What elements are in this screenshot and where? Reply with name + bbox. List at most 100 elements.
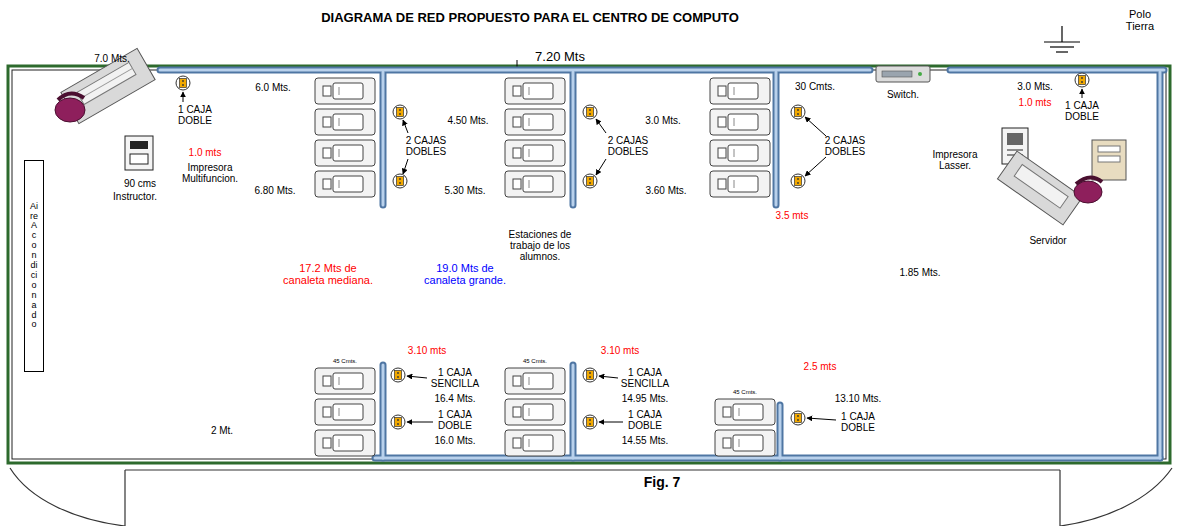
annotation-label: 1 CAJA DOBLE — [621, 409, 669, 431]
outlet-symbol — [791, 411, 805, 425]
annotation-label: 16.0 Mts. — [434, 435, 475, 446]
annotation-label: 90 cms — [124, 178, 156, 189]
duct-segment — [950, 69, 1164, 72]
workstation-icon — [315, 78, 375, 104]
duct-segment — [777, 405, 784, 458]
outlet-symbol — [1075, 73, 1089, 87]
annotation-label: 3.60 Mts. — [645, 185, 686, 196]
duct-segment — [572, 72, 575, 205]
outlet-symbol — [391, 368, 405, 382]
workstation-icon — [505, 171, 565, 197]
annotation-label: 30 Cmts. — [795, 81, 835, 92]
annotation-label: 3.10 mts — [408, 345, 446, 356]
annotation-label: 2 CAJAS DOBLES — [603, 135, 653, 157]
outlet-symbol — [393, 174, 407, 188]
duct-segment — [382, 365, 385, 458]
node-text: Aire Acondicionado — [30, 202, 39, 331]
annotation-label: 1 CAJA DOBLE — [1058, 100, 1106, 122]
workstation-icon — [715, 399, 775, 425]
workstation-icon — [315, 140, 375, 166]
workstation-icon — [715, 430, 775, 456]
outlets — [176, 73, 1089, 429]
server-desk — [997, 151, 1082, 225]
duct-segment — [382, 72, 385, 205]
annotation-label: 4.50 Mts. — [447, 115, 488, 126]
lower-outline — [124, 470, 125, 526]
switch-icon — [876, 66, 930, 82]
annotation-label: 45 Cmts. — [333, 358, 357, 365]
door-arc — [10, 468, 125, 526]
duct-segment — [1157, 72, 1164, 458]
annotation-label: 16.4 Mts. — [434, 393, 475, 404]
workstation-icon — [505, 430, 565, 456]
annotation-label: Servidor — [1029, 235, 1066, 246]
annotation-label: Estaciones de trabajo de los alumnos. — [508, 229, 572, 262]
workstation-icon — [710, 109, 770, 135]
annotation-label: 13.10 Mts. — [835, 393, 882, 404]
annotation-label: 2.5 mts — [804, 361, 837, 372]
diagram-title: DIAGRAMA DE RED PROPUESTO PARA EL CENTRO… — [321, 11, 739, 25]
workstation-icon — [710, 78, 770, 104]
duct-segment — [570, 72, 577, 205]
annotation-label: Impresora Lasser. — [928, 149, 983, 171]
outlet-symbol — [391, 415, 405, 429]
annotation-label: 14.95 Mts. — [622, 393, 669, 404]
leader-arrow — [1082, 89, 1083, 98]
annotation-label: 6.80 Mts. — [254, 185, 295, 196]
outlet-symbol — [583, 368, 597, 382]
workstations — [315, 78, 775, 456]
workstation-icon — [710, 140, 770, 166]
leader-arrow — [403, 120, 408, 133]
annotation-label: 1 CAJA DOBLE — [171, 104, 219, 126]
annotation-label: 17.2 Mts de canaleta mediana. — [278, 262, 378, 286]
duct-segment — [570, 365, 577, 458]
workstation-icon — [315, 368, 375, 394]
annotation-label: 14.55 Mts. — [622, 435, 669, 446]
annotation-label: 1 CAJA DOBLE — [834, 411, 882, 433]
duct-segment — [380, 72, 387, 205]
annotation-label: 6.0 Mts. — [255, 82, 291, 93]
equipment-box: Aire Acondicionado — [24, 160, 44, 372]
leader-arrow — [805, 157, 826, 176]
annotation-label: 7.0 Mts. — [94, 53, 130, 64]
duct-segment — [775, 72, 778, 205]
workstation-icon — [505, 368, 565, 394]
leader-arrow — [183, 92, 184, 102]
annotation-label: 2 CAJAS DOBLES — [820, 135, 870, 157]
annotation-label: 45 Cmts. — [523, 358, 547, 365]
annotation-label: 2 CAJAS DOBLES — [401, 135, 451, 157]
duct-segment — [380, 365, 387, 458]
leader-arrow — [807, 418, 836, 420]
annotation-label: Instructor. — [113, 191, 157, 202]
annotation-label: 1.85 Mts. — [899, 267, 940, 278]
annotation-label: 7.20 Mts — [535, 50, 585, 64]
annotation-label: 1.0 mts — [189, 147, 222, 158]
annotation-label: 5.30 Mts. — [444, 185, 485, 196]
duct-segment — [779, 405, 782, 458]
annotation-label: 3.10 mts — [601, 345, 639, 356]
leader-arrow — [407, 422, 433, 423]
ground-symbol — [1044, 26, 1080, 52]
leader-arrow — [596, 159, 606, 175]
annotation-label: 3.0 Mts. — [1017, 81, 1053, 92]
leader-arrow — [407, 376, 427, 378]
leader-arrow — [596, 119, 606, 133]
cable-duct — [160, 70, 1164, 458]
room-inner-wall — [12, 70, 1166, 459]
annotation-label: 45 Cmts. — [733, 389, 757, 396]
workstation-icon — [505, 399, 565, 425]
outlet-symbol — [176, 76, 190, 90]
duct-segment — [375, 457, 1160, 460]
outlet-symbol — [583, 174, 597, 188]
annotation-label: Polo Tierra — [1120, 8, 1160, 32]
annotation-label: 3.5 mts — [776, 210, 809, 221]
leader-arrow — [805, 117, 826, 136]
room-wall — [8, 66, 1170, 463]
duct-segment — [773, 72, 780, 205]
annotation-label: 1 CAJA SENCILLA — [615, 367, 675, 389]
annotation-label: 1 CAJA DOBLE — [431, 409, 479, 431]
annotation-label: Switch. — [887, 89, 919, 100]
